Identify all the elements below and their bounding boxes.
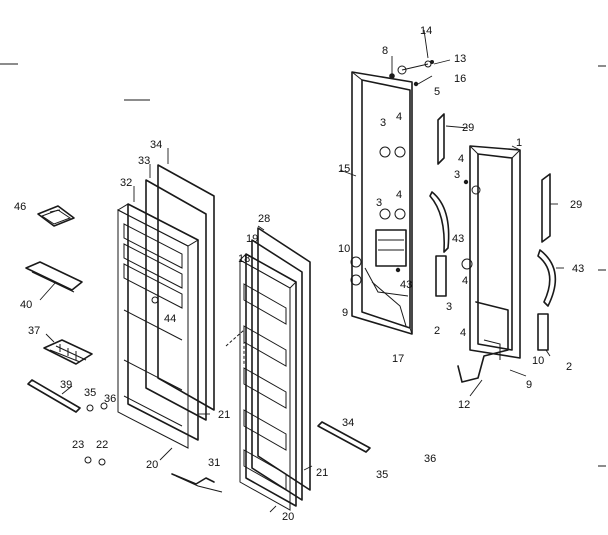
- callout-32: 34: [150, 139, 162, 151]
- right-loose-parts: [429, 113, 557, 351]
- callout-4-a: 4: [396, 111, 402, 123]
- callouts: 14 8 13 16 5 29 1 3 4 15 4 3 4 3 29 43 4…: [14, 25, 584, 523]
- callout-9-a: 9: [342, 307, 348, 319]
- callout-4-c: 4: [396, 189, 402, 201]
- callout-3-a: 3: [380, 117, 386, 129]
- shelf-rail-29-upper: [437, 113, 445, 165]
- callout-8: 8: [382, 45, 388, 57]
- callout-29-lower: 29: [570, 199, 582, 211]
- callout-46: 46: [14, 201, 26, 213]
- door-outer-panel-31: [145, 179, 207, 421]
- cover-12: [457, 301, 509, 383]
- leader-lines: [39, 29, 564, 513]
- freezer-door-assembly: [116, 164, 215, 449]
- callout-19: 19: [246, 233, 258, 245]
- bracket-37: [171, 473, 215, 485]
- callout-23: 23: [72, 439, 84, 451]
- callout-2-a: 2: [434, 325, 440, 337]
- callout-15: 14: [420, 25, 432, 37]
- callout-43-c: 43: [572, 263, 584, 275]
- callout-17: 17: [392, 353, 404, 365]
- callout-40: 40: [20, 299, 32, 311]
- callout-28: 28: [258, 213, 270, 225]
- callout-35-a: 36: [104, 393, 116, 405]
- shelf-rail-29-lower: [541, 173, 551, 243]
- callout-16: 16: [454, 73, 466, 85]
- shelf-46: [37, 205, 75, 227]
- fresh-food-door-assembly: [171, 227, 371, 511]
- handle-43-upper: [429, 191, 450, 253]
- callout-34-b: 35: [376, 469, 388, 481]
- callout-43-a: 43: [452, 233, 464, 245]
- callout-14: 13: [454, 53, 466, 65]
- callout-36: 37: [28, 325, 40, 337]
- callout-34-a: 35: [84, 387, 96, 399]
- callout-13: 15: [338, 163, 350, 175]
- callout-29-upper: 29: [462, 122, 474, 134]
- callout-39: 39: [60, 379, 72, 391]
- handle-43-lower: [537, 249, 557, 307]
- hinge-bracket-2: [435, 255, 447, 297]
- basket-36: [43, 339, 93, 365]
- callout-20-b: 20: [282, 511, 294, 523]
- callout-30: 32: [120, 177, 132, 189]
- callout-1: 1: [516, 137, 522, 149]
- callout-43-b: 43: [400, 279, 412, 291]
- callout-10-b: 10: [532, 355, 544, 367]
- callout-44: 44: [164, 313, 176, 325]
- callout-20-a: 20: [146, 459, 158, 471]
- callout-3-d: 3: [446, 301, 452, 313]
- callout-35-b: 36: [424, 453, 436, 465]
- callout-4-e: 4: [460, 327, 466, 339]
- callout-2-b: 2: [566, 361, 572, 373]
- callout-33: 34: [342, 417, 354, 429]
- callout-3-b: 3: [454, 169, 460, 181]
- callout-4-b: 4: [458, 153, 464, 165]
- callout-21-b: 21: [316, 467, 328, 479]
- callout-12: 12: [458, 399, 470, 411]
- callout-37: 31: [208, 457, 220, 469]
- door-gasket-32: [157, 164, 215, 411]
- callout-5: 5: [434, 86, 440, 98]
- left-loose-parts: [25, 205, 108, 466]
- callout-31: 33: [138, 155, 150, 167]
- refrigerator-door-panel-13: [350, 60, 434, 335]
- callout-22: 22: [96, 439, 108, 451]
- callout-21-a: 21: [218, 409, 230, 421]
- door-outer-panel-19: [251, 239, 303, 501]
- dispenser-module: [375, 229, 407, 267]
- door-frame-1: [435, 145, 521, 383]
- door-gasket-28: [257, 227, 311, 491]
- hinge-bracket-2-right: [537, 313, 549, 351]
- callout-18: 18: [238, 253, 250, 265]
- rail-33: [317, 421, 371, 453]
- callout-9-b: 9: [526, 379, 532, 391]
- shelf-40: [25, 261, 83, 291]
- callout-10-a: 10: [338, 243, 350, 255]
- rail-39: [27, 379, 81, 413]
- callout-3-c: 3: [376, 197, 382, 209]
- scan-marks: [0, 63, 606, 467]
- callout-4-d: 4: [462, 275, 468, 287]
